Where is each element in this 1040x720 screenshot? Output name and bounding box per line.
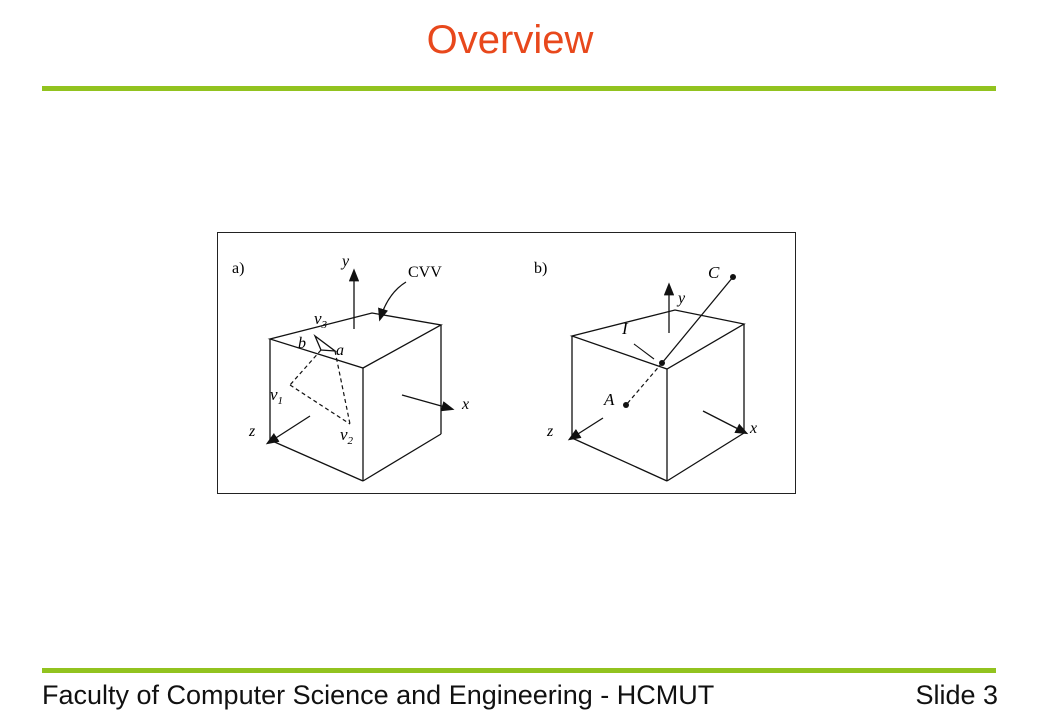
figure-svg: a) y x z (232, 253, 757, 482)
slide-title: Overview (426, 18, 594, 62)
panel-a-v1-label: v1 (270, 385, 283, 407)
panel-a-cube (267, 312, 443, 482)
panel-a-x-axis: x (401, 394, 469, 413)
panel-a-v2-label: v2 (340, 425, 354, 447)
panel-b-x-label: x (749, 420, 757, 437)
panel-b-point-a (623, 402, 629, 408)
footer-institution: Faculty of Computer Science and Engineer… (42, 680, 715, 710)
panel-b-z-label: z (546, 423, 554, 440)
panel-b-a-label: A (603, 390, 615, 409)
panel-b-cube (569, 309, 746, 482)
panel-b-x-axis: x (702, 410, 757, 437)
panel-b-y-axis: y (663, 282, 686, 333)
panel-b-label: b) (534, 260, 547, 277)
panel-b-i-label: I (621, 319, 629, 338)
panel-a-z-axis: z (248, 415, 311, 445)
panel-b: b) y x z (534, 260, 757, 482)
slide-number: Slide 3 (915, 680, 998, 710)
panel-a-b-label: b (298, 335, 306, 352)
panel-a-y-axis: y (340, 253, 360, 329)
panel-b-point-i (659, 360, 665, 366)
footer-divider (42, 668, 996, 673)
panel-a-v3-label: v3 (314, 309, 328, 331)
panel-a-y-label: y (340, 253, 350, 270)
panel-b-y-label: y (676, 290, 686, 307)
panel-a-label: a) (232, 260, 244, 277)
panel-a-x-label: x (461, 396, 469, 413)
panel-a: a) y x z (232, 253, 469, 482)
title-divider (42, 86, 996, 91)
figure-cvv-clipping: a) y x z (217, 232, 796, 494)
panel-b-ray (623, 274, 736, 408)
panel-a-clip-triangle (289, 334, 351, 425)
panel-b-c-label: C (708, 263, 720, 282)
panel-b-point-c (730, 274, 736, 280)
panel-a-a-label: a (336, 342, 344, 359)
panel-b-z-axis: z (546, 417, 604, 441)
panel-a-z-label: z (248, 423, 256, 440)
panel-a-cvv-callout: CVV (378, 264, 442, 322)
panel-a-cvv-label: CVV (408, 264, 442, 281)
